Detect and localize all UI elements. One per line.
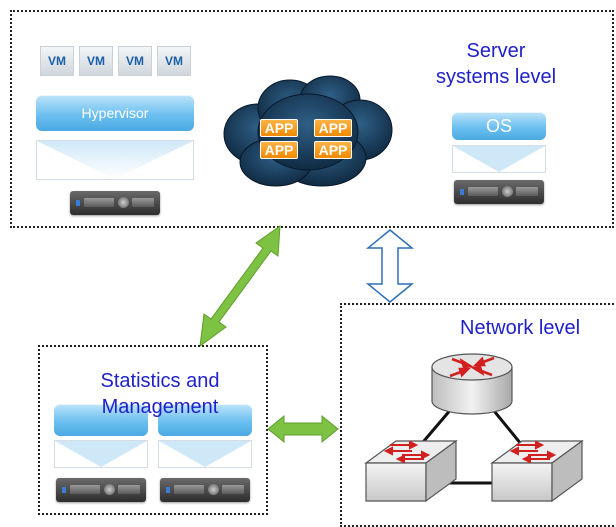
switch-right-icon (490, 439, 584, 503)
statistics-bar-left (54, 404, 148, 436)
network-topology (364, 353, 584, 503)
server-network-arrow-shape (365, 229, 415, 303)
app-tile-2: APP (314, 119, 352, 137)
os-label: OS (485, 115, 512, 136)
app-tile-1: APP (260, 119, 298, 137)
os-funnel (452, 145, 546, 173)
statistics-title-line1: Statistics and (100, 370, 220, 392)
hypervisor-label: Hypervisor (81, 105, 149, 121)
os-server-icon (454, 180, 544, 204)
vm-1: VM (40, 46, 74, 76)
statistics-bar-right (158, 404, 252, 436)
stats-network-arrow (267, 414, 339, 444)
server-level-title-line1: Server (466, 40, 526, 62)
server-level-title-line2: systems level (435, 66, 557, 88)
router-icon (431, 353, 513, 415)
vm-4: VM (157, 46, 191, 76)
switch-left-icon (364, 439, 458, 503)
vm-3: VM (118, 46, 152, 76)
statistics-funnel-right (158, 440, 252, 468)
server-stats-arrow (199, 224, 281, 348)
network-level-title: Network level (460, 317, 581, 339)
statistics-title: Statistics and Management (60, 368, 260, 420)
hypervisor-bar: Hypervisor (36, 95, 194, 131)
statistics-funnel-left (54, 440, 148, 468)
app-tile-3: APP (260, 141, 298, 159)
hypervisor-server-icon (70, 191, 160, 215)
statistics-server-left-icon (56, 478, 146, 502)
cloud-icon (223, 75, 393, 187)
stats-network-arrow-shape (267, 414, 339, 444)
statistics-box (38, 345, 268, 515)
os-bar: OS (452, 112, 546, 140)
app-tile-4: APP (314, 141, 352, 159)
statistics-title-line2: Management (101, 396, 219, 418)
statistics-server-right-icon (160, 478, 250, 502)
vm-2: VM (79, 46, 113, 76)
server-level-title: Server systems level (416, 38, 576, 90)
server-systems-box (10, 10, 614, 228)
server-stats-arrow-shape (199, 224, 281, 348)
server-network-arrow (365, 229, 415, 303)
hypervisor-funnel (36, 140, 194, 180)
